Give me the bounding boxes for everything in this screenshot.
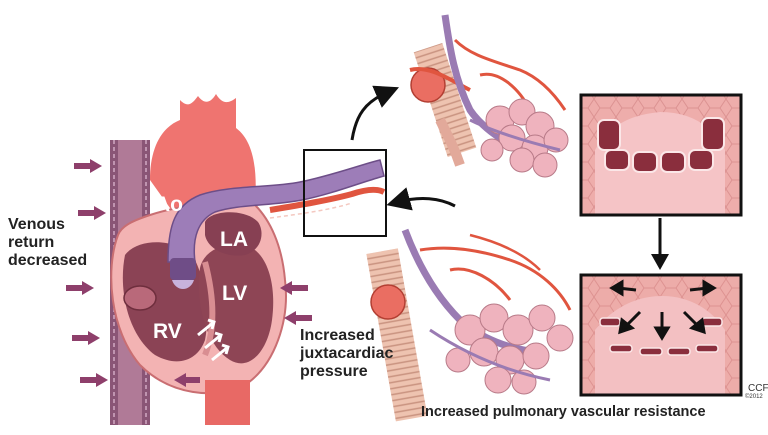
pressure-arrow [66, 281, 94, 295]
juxtacardiac-line: pressure [300, 363, 393, 381]
curved-arrow-left [398, 199, 455, 206]
lung-top [410, 15, 568, 177]
venous-return-line: decreased [8, 252, 87, 270]
down-arrow [651, 218, 669, 270]
alveolus-inset-normal [581, 95, 741, 215]
chamber-label-ao: Ao [155, 193, 183, 217]
credit-year: ©2012 [745, 394, 763, 400]
credit-line: CCF [748, 383, 768, 394]
juxtacardiac-line: Increased [300, 327, 393, 345]
venous-return-line: return [8, 234, 87, 252]
pressure-arrow [74, 159, 102, 173]
venous-return-line: Venous [8, 216, 87, 234]
pressure-arrow [80, 373, 108, 387]
juxtacardiac-label: Increased juxtacardiac pressure [300, 327, 393, 381]
juxtacardiac-line: juxtacardiac [300, 345, 393, 363]
pulmonary-resistance-label: Increased pulmonary vascular resistance [421, 404, 706, 420]
chamber-label-lv: LV [222, 282, 247, 306]
venous-return-label: Venous return decreased [8, 216, 87, 270]
pressure-arrow [72, 331, 100, 345]
pressure-arrow [284, 311, 312, 325]
alveolus-inset-compressed [581, 275, 741, 395]
lung-bottom [366, 230, 573, 421]
chamber-label-rv: RV [153, 320, 182, 344]
chamber-label-la: LA [220, 228, 248, 252]
curved-arrow-up [352, 92, 388, 140]
